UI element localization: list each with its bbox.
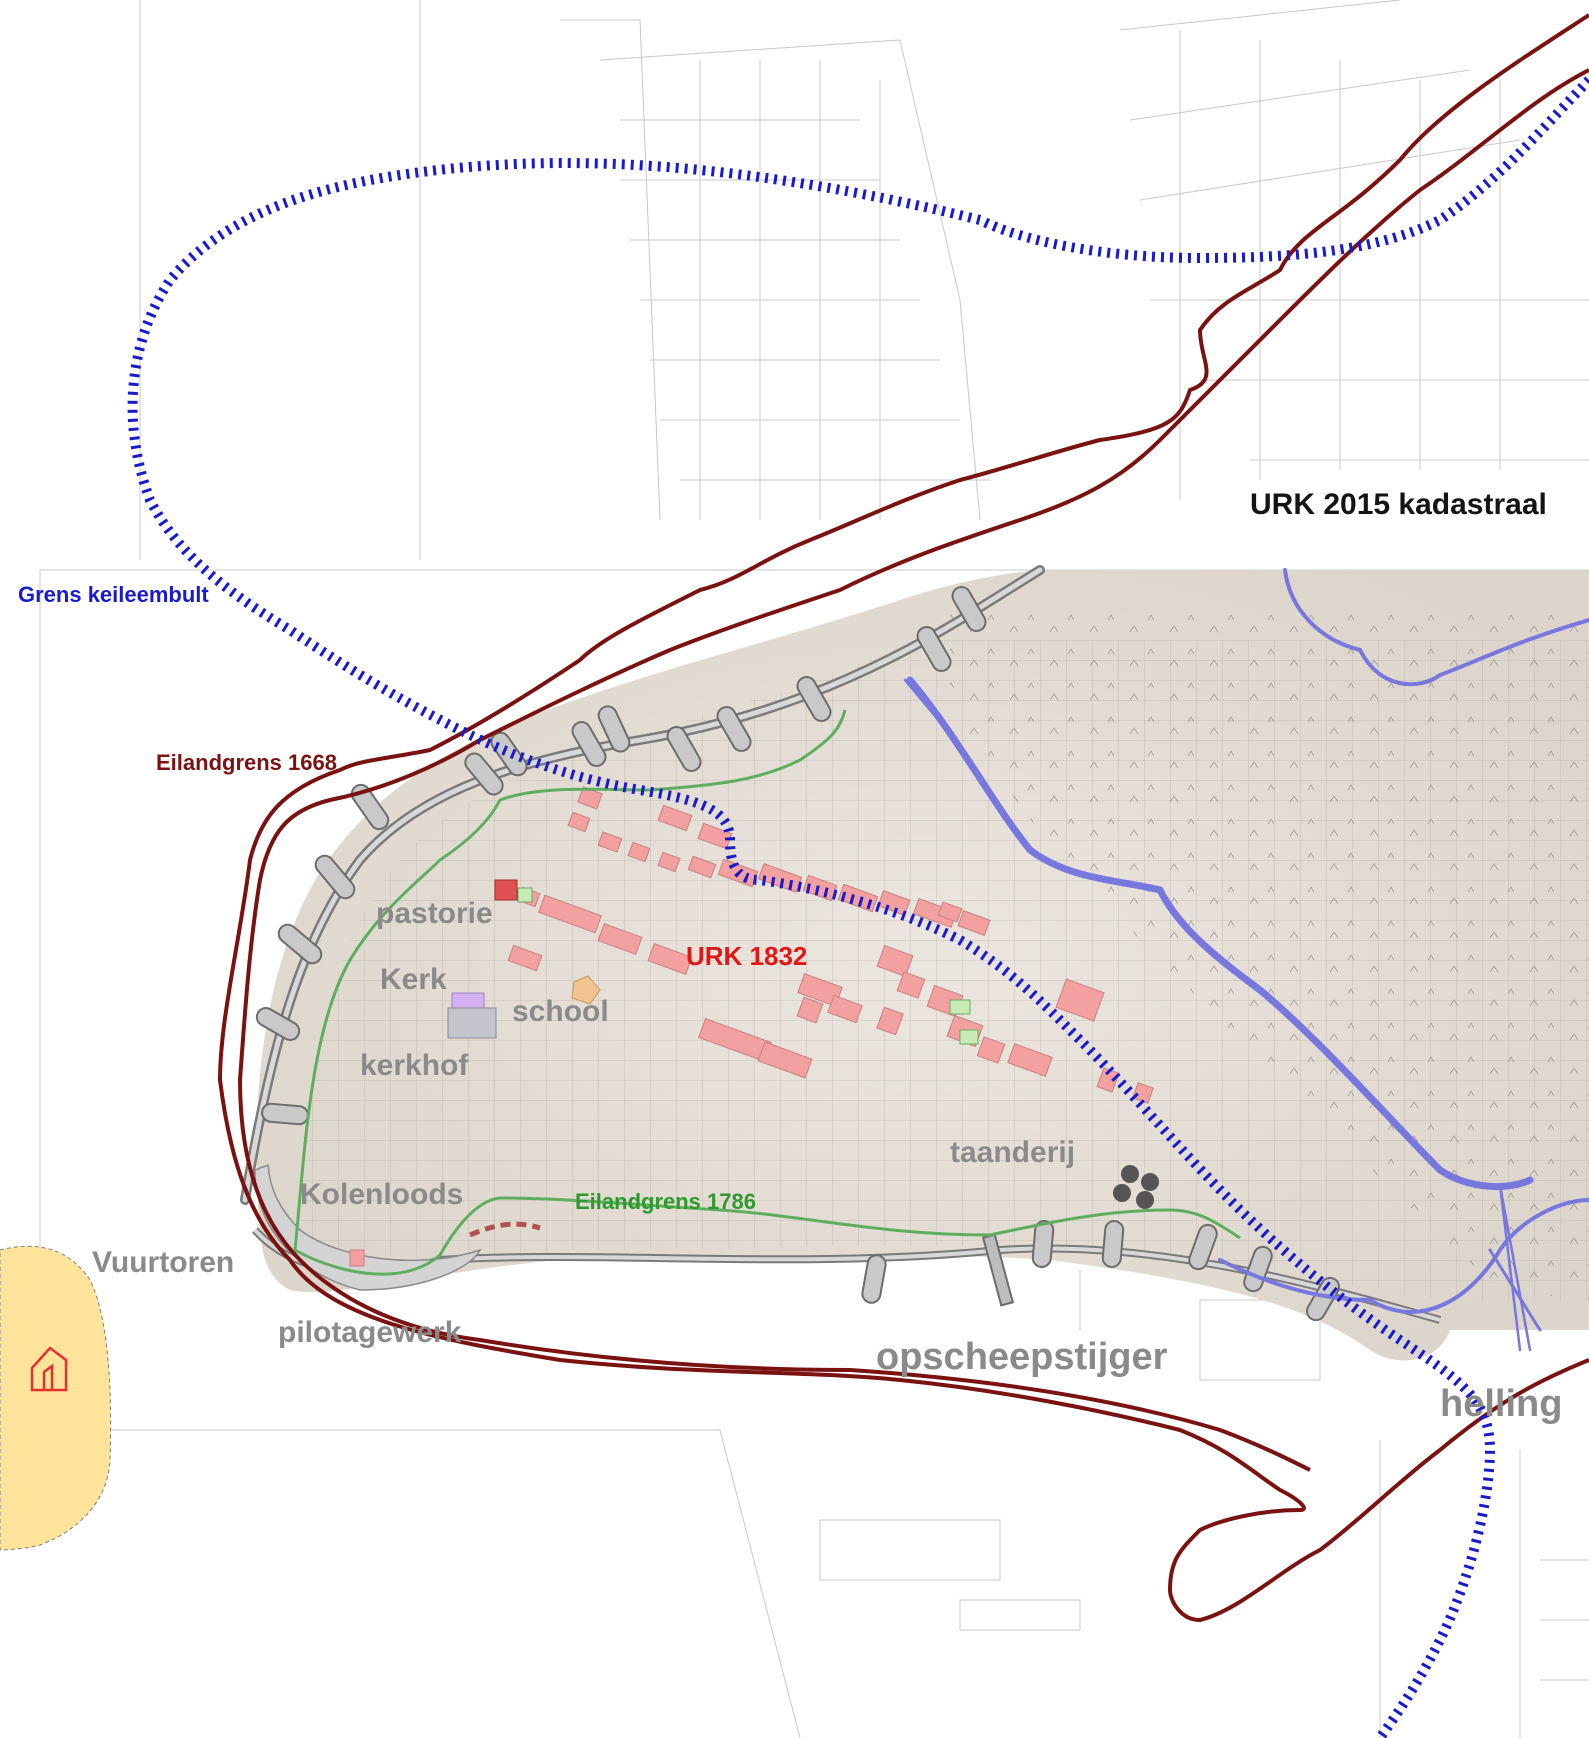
label-urk-1832: URK 1832 bbox=[686, 941, 808, 971]
label-eilandgrens-1786: Eilandgrens 1786 bbox=[575, 1189, 756, 1214]
taanderij-kettles-icon bbox=[1113, 1165, 1159, 1209]
lighthouse-icon bbox=[30, 1346, 68, 1392]
label-grens-keileembult: Grens keileembult bbox=[18, 582, 209, 607]
school-building bbox=[571, 975, 601, 1005]
label-kerkhof: kerkhof bbox=[360, 1049, 469, 1082]
houses-1832 bbox=[349, 786, 1154, 1267]
label-opscheepstijger: opscheepstijger bbox=[876, 1336, 1168, 1378]
eilandgrens-1668-line bbox=[218, 13, 1589, 1622]
urk-1832-island bbox=[256, 570, 1589, 1361]
water-courses bbox=[903, 568, 1589, 1352]
highlighted-area bbox=[0, 1245, 112, 1551]
groynes bbox=[255, 586, 1340, 1322]
kerkhof-area bbox=[447, 1007, 497, 1039]
grens-keileembult-line bbox=[127, 76, 1589, 1738]
label-pilotagewerk: pilotagewerk bbox=[278, 1316, 462, 1349]
label-kolenloods: Kolenloods bbox=[300, 1178, 464, 1211]
pastorie-building bbox=[494, 879, 518, 901]
eilandgrens-1786-line bbox=[293, 709, 1241, 1276]
map-title: URK 2015 kadastraal bbox=[1250, 488, 1547, 521]
label-eilandgrens-1668: Eilandgrens 1668 bbox=[156, 750, 337, 775]
brick-wall bbox=[469, 1221, 541, 1238]
label-vuurtoren: Vuurtoren bbox=[92, 1246, 235, 1279]
label-kerk: Kerk bbox=[380, 963, 447, 996]
label-school: school bbox=[512, 995, 609, 1028]
label-pastorie: pastorie bbox=[376, 897, 493, 930]
label-helling: helling bbox=[1440, 1383, 1563, 1425]
label-taanderij: taanderij bbox=[950, 1136, 1076, 1169]
green-buildings bbox=[517, 887, 979, 1045]
